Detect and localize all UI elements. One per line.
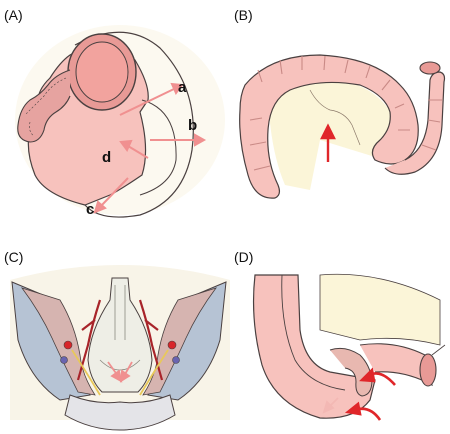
mesenteric-fold xyxy=(309,89,361,146)
panel-a-label: (A) xyxy=(4,7,23,23)
bowel-inner xyxy=(281,274,346,391)
tube-stripe xyxy=(25,77,67,137)
mesentery-d xyxy=(319,273,441,346)
arrow-red-lower xyxy=(344,401,382,421)
panel-c-label: (C) xyxy=(4,249,23,265)
arrow-pink-d xyxy=(322,397,339,414)
panel-c: (C) xyxy=(4,249,230,431)
left-vessel xyxy=(76,299,102,381)
panel-b: (B) xyxy=(234,7,446,199)
arrow-c xyxy=(93,177,129,214)
panel-a: (A) a b c xyxy=(4,7,225,218)
panel-b-label: (B) xyxy=(234,7,253,23)
arrow-b xyxy=(150,133,207,147)
descending-segment xyxy=(384,71,446,175)
right-nerve xyxy=(139,349,169,396)
panel-d: (D) xyxy=(234,249,446,421)
left-node-red xyxy=(63,340,73,350)
descending-haustra xyxy=(421,99,442,151)
right-node-blue xyxy=(172,356,180,364)
arrow-up xyxy=(320,123,336,162)
marker-c: c xyxy=(86,201,94,218)
funnel-inner-lines xyxy=(99,285,141,371)
left-muscle xyxy=(20,287,96,396)
pelvic-floor xyxy=(64,394,176,431)
arrow-pelvic-left xyxy=(107,361,123,383)
marker-d: d xyxy=(102,149,111,166)
right-vessel xyxy=(138,299,164,381)
inner-boundary xyxy=(139,99,177,196)
right-node-red xyxy=(167,340,177,350)
lumen-opening xyxy=(419,61,441,75)
panel-d-label: (D) xyxy=(234,249,253,265)
left-nerve xyxy=(71,349,101,396)
marker-a: a xyxy=(178,79,187,96)
tube-segment xyxy=(17,69,71,143)
arrow-a xyxy=(119,82,184,116)
lumen-ring-inner xyxy=(75,41,129,103)
opening-right xyxy=(419,353,437,387)
bowel-loop xyxy=(329,347,373,397)
arrow-pelvic-right xyxy=(119,361,133,383)
arrow-d xyxy=(119,139,149,159)
colon-loop xyxy=(239,54,419,199)
marker-b: b xyxy=(188,117,197,134)
resection-boundary xyxy=(74,31,194,218)
bowel-wall xyxy=(252,274,376,419)
colon-haustra xyxy=(249,55,410,171)
arrow-red-upper xyxy=(359,367,396,386)
tube-right-top xyxy=(431,344,446,356)
left-node-blue xyxy=(60,356,68,364)
right-muscle xyxy=(142,287,218,396)
